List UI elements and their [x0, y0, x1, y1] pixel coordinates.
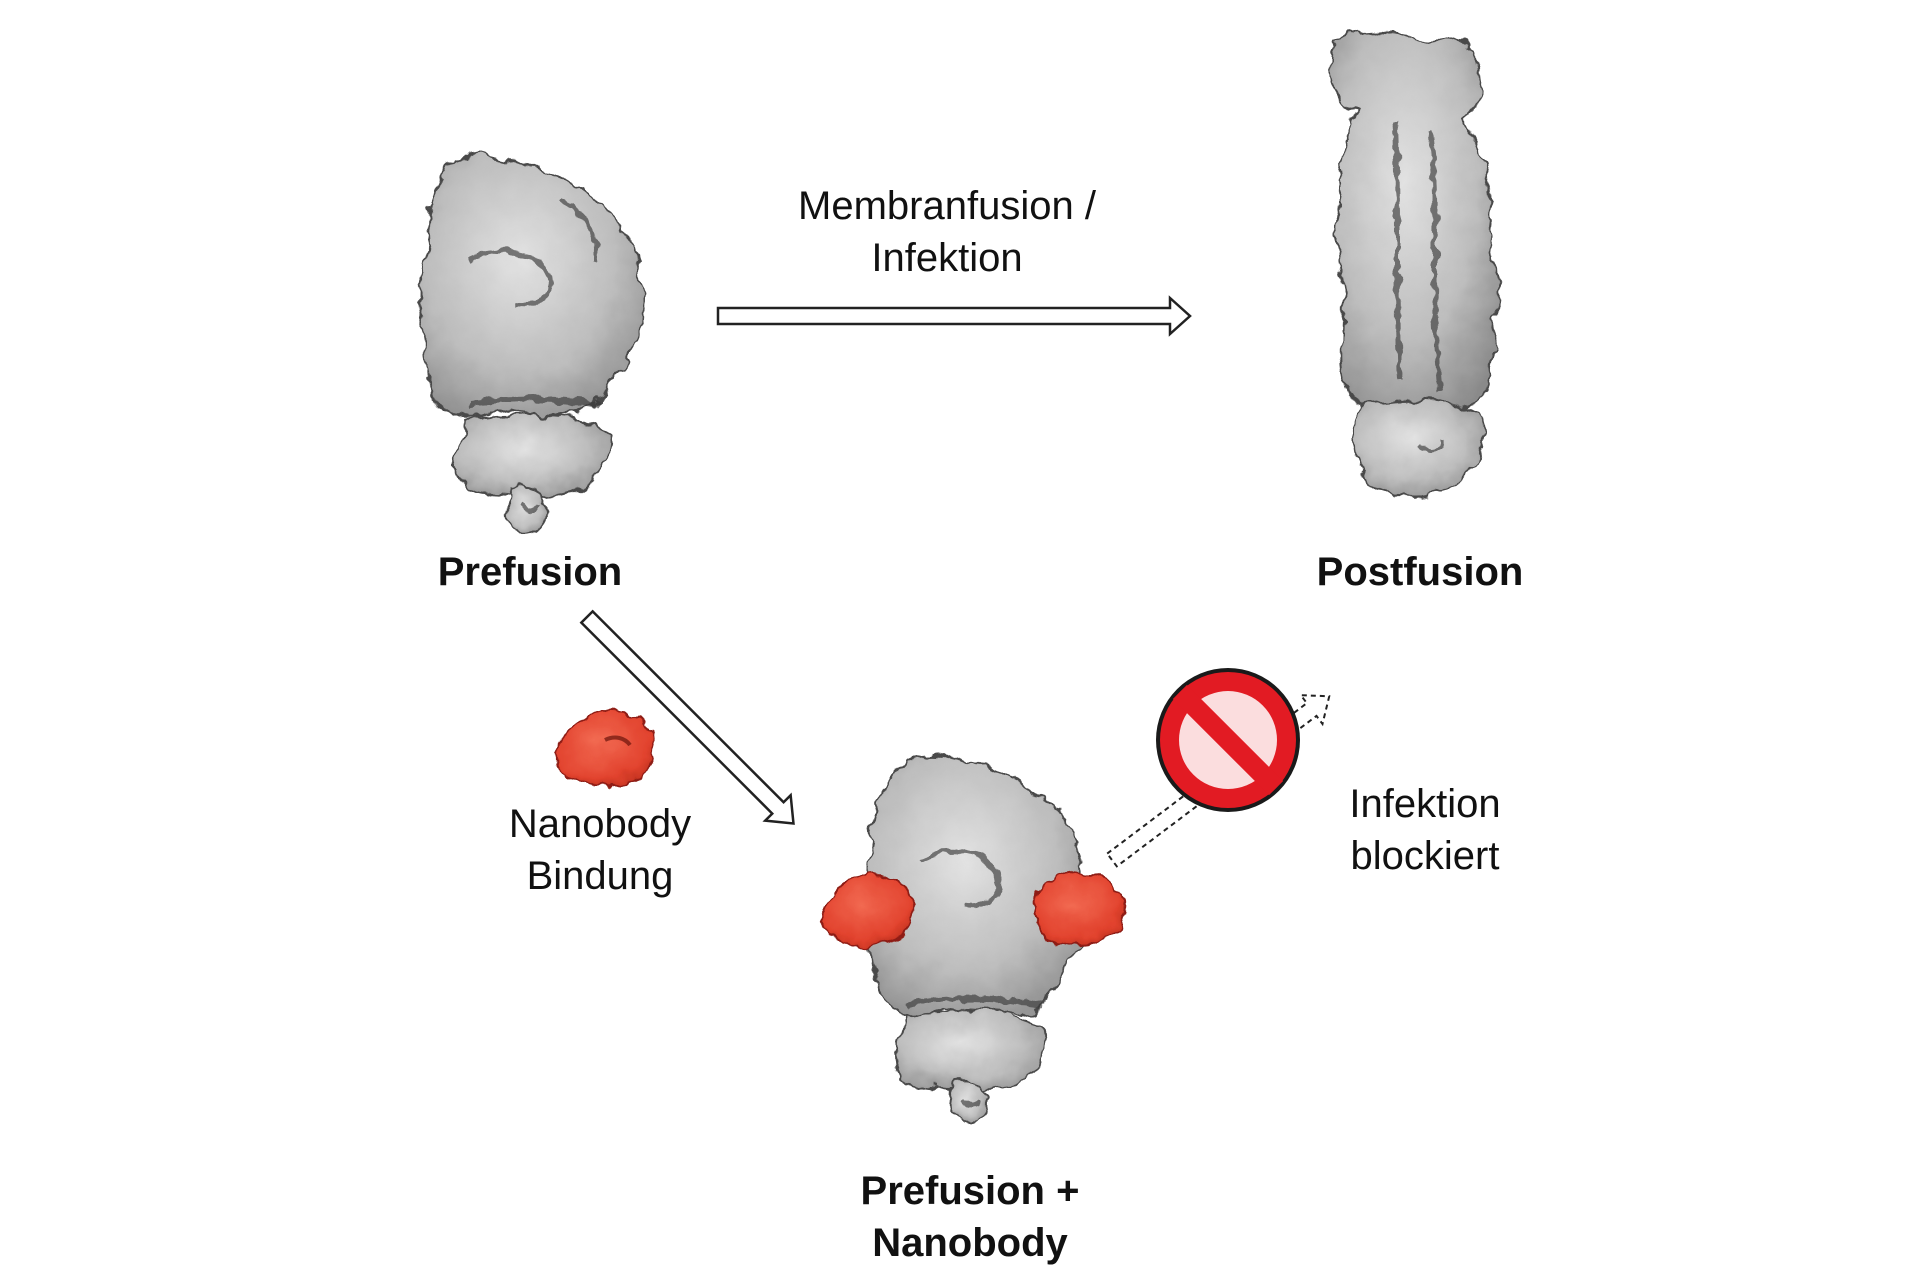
prefusion-detail — [468, 197, 601, 513]
prefusion-label: Prefusion — [410, 546, 650, 598]
top-arrow-label-line2: Infektion — [871, 236, 1023, 280]
postfusion-label-text: Postfusion — [1316, 550, 1524, 594]
nanobody-detail — [604, 735, 632, 747]
prefusion-nanobody-label: Prefusion + Nanobody — [840, 1165, 1100, 1269]
arrow-nanobody-binding — [579, 609, 795, 825]
infection-blocked-label: Infektion blockiert — [1315, 778, 1535, 882]
bound-nanobody-right — [1031, 873, 1127, 947]
arrow-prefusion-to-postfusion — [716, 295, 1192, 337]
nanobody-icon — [555, 710, 655, 788]
prohibition-icon — [1156, 668, 1300, 812]
nanobody-binding-line1: Nanobody — [508, 802, 692, 846]
postfusion-label: Postfusion — [1290, 546, 1550, 598]
nanobody-binding-line2: Bindung — [526, 854, 674, 898]
infection-blocked-line1: Infektion — [1349, 782, 1501, 826]
complex-detail — [904, 848, 1041, 1107]
prefusion-structure-icon — [418, 154, 645, 534]
nanobody-binding-label: Nanobody Bindung — [480, 798, 720, 902]
bound-nanobody-left — [822, 874, 915, 948]
prefusion-nanobody-complex-icon — [863, 754, 1088, 1125]
top-arrow-label-line1: Membranfusion / — [798, 184, 1096, 228]
infection-blocked-line2: blockiert — [1350, 834, 1500, 878]
top-arrow-label: Membranfusion / Infektion — [782, 180, 1112, 284]
postfusion-detail — [1392, 119, 1444, 453]
prefusion-nanobody-line2: Nanobody — [872, 1221, 1068, 1265]
prefusion-label-text: Prefusion — [437, 550, 623, 594]
postfusion-structure-icon — [1328, 30, 1499, 497]
prefusion-nanobody-line1: Prefusion + — [860, 1169, 1080, 1213]
